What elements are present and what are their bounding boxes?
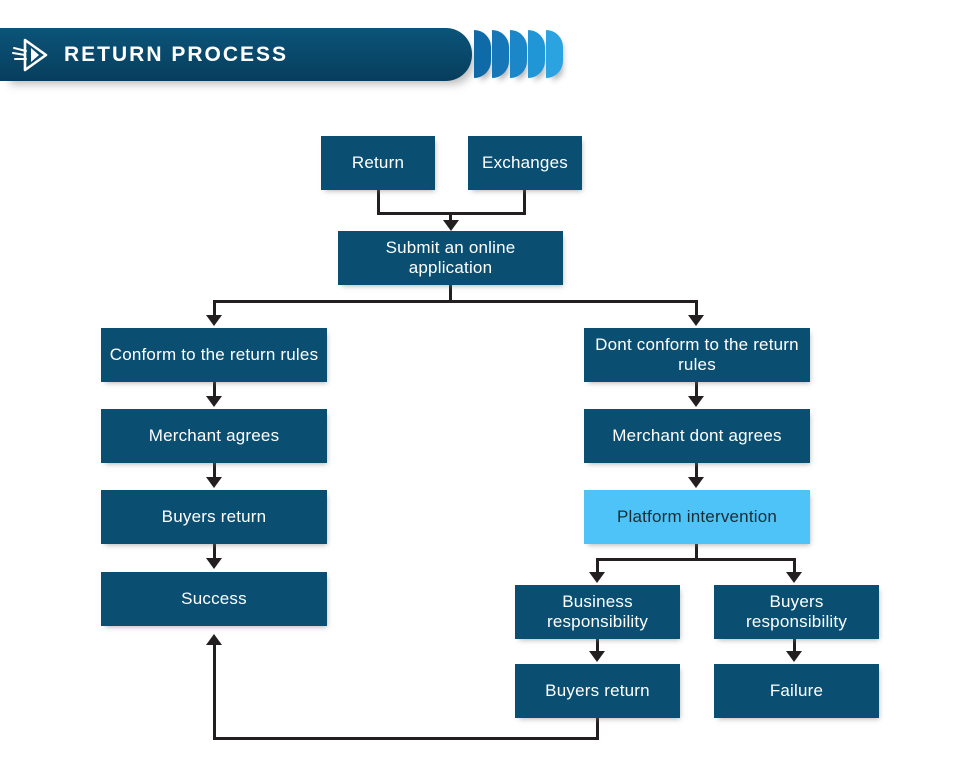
node-platform-intervention[interactable]: Platform intervention [584,490,810,544]
node-failure[interactable]: Failure [714,664,879,718]
arrow-into-platform [688,477,704,488]
header-banner: RETURN PROCESS [0,28,472,81]
connector-split-platform-left [596,558,599,574]
connector-exchanges-down [523,190,526,214]
node-dont-conform-label: Dont conform to the return rules [595,335,799,374]
node-business-responsibility[interactable]: Business responsibility [515,585,680,639]
node-return-label: Return [351,153,405,172]
connector-split-right [695,300,698,317]
connector-return-down [377,190,380,214]
connector-merchant-dont-to-platform [695,463,698,479]
connector-buyers-resp-to-failure [793,639,796,653]
header-chevron-4 [528,30,545,78]
node-success-label: Success [181,589,247,608]
connector-split-left [213,300,216,317]
connector-buyers-return-to-success [213,544,216,560]
arrow-into-success [206,558,222,569]
connector-business-to-buyers-return [596,639,599,653]
arrow-into-conform [206,315,222,326]
node-buyers-return-right[interactable]: Buyers return [515,664,680,718]
arrow-into-business-responsibility [589,572,605,583]
node-exchanges[interactable]: Exchanges [468,136,582,190]
header-chevron-3 [510,30,527,78]
arrow-into-buyers-return-right [589,651,605,662]
arrow-feedback-into-success [206,634,222,645]
node-submit-online-application[interactable]: Submit an online application [338,231,563,285]
header-bar-background [0,28,472,81]
header-chevron-2 [492,30,509,78]
node-conform-to-return-rules[interactable]: Conform to the return rules [101,328,327,382]
node-buyers-responsibility[interactable]: Buyers responsibility [714,585,879,639]
connector-split-platform-right [793,558,796,574]
node-dont-conform-to-return-rules[interactable]: Dont conform to the return rules [584,328,810,382]
connector-feedback-up [213,645,216,740]
arrow-into-merchant-dont-agrees [688,396,704,407]
connector-platform-down [695,544,698,560]
connector-merge-to-submit [449,212,452,222]
node-buyers-return-left[interactable]: Buyers return [101,490,327,544]
connector-merchant-to-buyers-return [213,463,216,479]
node-business-responsibility-label: Business responsibility [546,592,649,631]
connector-conform-to-merchant [213,382,216,398]
connector-split-bar-platform [596,558,796,561]
connector-feedback-left [213,737,599,740]
connector-submit-down [449,285,452,303]
node-failure-label: Failure [769,681,824,700]
arrow-into-buyers-responsibility [786,572,802,583]
arrow-into-merchant-agrees [206,396,222,407]
node-merchant-agrees[interactable]: Merchant agrees [101,409,327,463]
arrow-into-dont-conform [688,315,704,326]
node-conform-label: Conform to the return rules [109,345,319,364]
node-submit-label: Submit an online application [385,238,516,277]
play-arrow-motion-icon [12,38,50,72]
arrow-into-submit [443,220,459,231]
node-merchant-agrees-label: Merchant agrees [148,426,280,445]
node-buyers-responsibility-label: Buyers responsibility [745,592,848,631]
connector-feedback-down [596,718,599,740]
arrow-into-failure [786,651,802,662]
node-merchant-dont-agrees[interactable]: Merchant dont agrees [584,409,810,463]
connector-dont-conform-to-merchant-dont [695,382,698,398]
header-chevron-5 [546,30,563,78]
header-chevron-1 [474,30,491,78]
arrow-into-buyers-return-left [206,477,222,488]
node-success[interactable]: Success [101,572,327,626]
node-merchant-dont-agrees-label: Merchant dont agrees [612,426,782,445]
connector-split-bar-main [213,300,698,303]
page-title: RETURN PROCESS [64,43,289,66]
node-buyers-return-left-label: Buyers return [161,507,267,526]
node-exchanges-label: Exchanges [482,153,568,172]
node-return[interactable]: Return [321,136,435,190]
node-platform-intervention-label: Platform intervention [616,507,778,526]
node-buyers-return-right-label: Buyers return [545,681,650,700]
